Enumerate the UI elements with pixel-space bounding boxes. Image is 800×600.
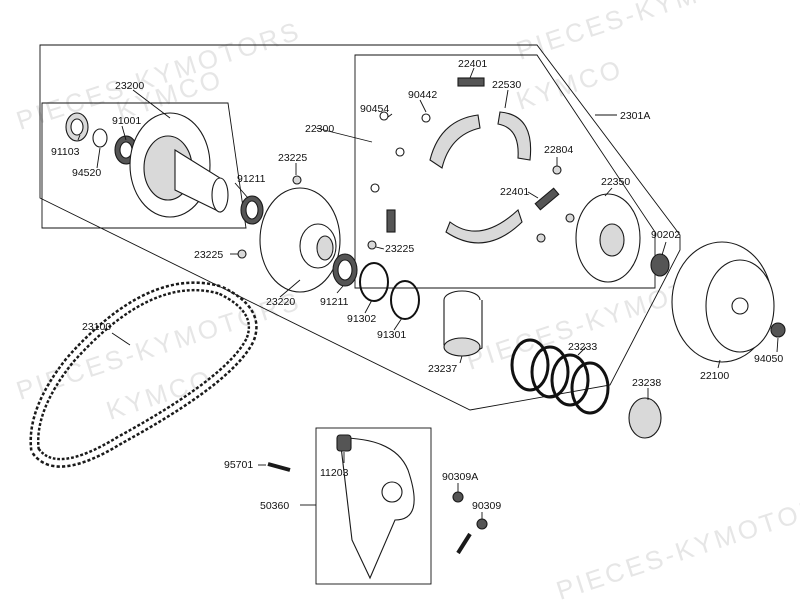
- circlip-part: [92, 128, 108, 148]
- part-label-22300[interactable]: 22300: [305, 123, 334, 135]
- part-label-23220[interactable]: 23220: [266, 296, 295, 308]
- clutch-plate-part: [575, 193, 641, 283]
- assembly-outline: [39, 44, 681, 411]
- part-label-22401[interactable]: 22401: [458, 58, 487, 70]
- washer-part: [395, 147, 405, 157]
- part-label-90442[interactable]: 90442: [408, 89, 437, 101]
- guide-pin-part: [237, 249, 247, 259]
- washer-part: [421, 113, 431, 123]
- part-label-90309[interactable]: 90309: [472, 500, 501, 512]
- part-label-50360[interactable]: 50360: [260, 500, 289, 512]
- driven-face-part: [259, 187, 341, 293]
- washer-part: [536, 233, 546, 243]
- part-label-94520[interactable]: 94520: [72, 167, 101, 179]
- part-label-23233[interactable]: 23233: [568, 341, 597, 353]
- oil-seal-inner: [245, 200, 259, 220]
- part-label-11203[interactable]: 11203: [320, 467, 349, 479]
- part-label-90454[interactable]: 90454: [360, 103, 389, 115]
- o-ring-part: [390, 280, 420, 320]
- part-label-91301[interactable]: 91301: [377, 329, 406, 341]
- part-label-23238[interactable]: 23238: [632, 377, 661, 389]
- spring-part: [457, 77, 485, 87]
- spring-part: [386, 209, 396, 233]
- part-label-23225[interactable]: 23225: [385, 243, 414, 255]
- part-label-91211[interactable]: 91211: [237, 173, 266, 185]
- part-label-22350[interactable]: 22350: [601, 176, 630, 188]
- watermark-text: PIECES-KYMOTORS: [513, 0, 800, 66]
- part-label-23100[interactable]: 23100: [82, 321, 111, 333]
- cover-part: [336, 434, 415, 580]
- clutch-nut-part: [650, 253, 670, 277]
- part-label-22100[interactable]: 22100: [700, 370, 729, 382]
- guide-pin-part: [367, 240, 377, 250]
- bolt-part: [456, 532, 472, 555]
- part-label-23237[interactable]: 23237: [428, 363, 457, 375]
- part-label-23225[interactable]: 23225: [194, 249, 223, 261]
- part-label-91302[interactable]: 91302: [347, 313, 376, 325]
- part-label-91211[interactable]: 91211: [320, 296, 349, 308]
- clutch-shoe-part: [429, 111, 532, 244]
- part-label-90309A[interactable]: 90309A: [442, 471, 478, 483]
- cover-subassembly-outline: [315, 427, 432, 585]
- part-label-23200[interactable]: 23200: [115, 80, 144, 92]
- dowel-pin-part: [267, 462, 291, 472]
- part-label-90202[interactable]: 90202: [651, 229, 680, 241]
- oil-seal-inner: [337, 259, 353, 281]
- part-labels: 23200 91001 91103 94520 22300 23225 9121…: [51, 58, 783, 512]
- part-label-2301A[interactable]: 2301A: [620, 110, 650, 122]
- part-label-95701[interactable]: 95701: [224, 459, 253, 471]
- part-label-22401[interactable]: 22401: [500, 186, 529, 198]
- bolt-part: [476, 518, 488, 530]
- washer-part: [565, 213, 575, 223]
- part-label-91103[interactable]: 91103: [51, 146, 80, 158]
- bolt-part: [452, 491, 464, 503]
- part-label-23225[interactable]: 23225: [278, 152, 307, 164]
- spring-seat-part: [628, 397, 662, 439]
- collar-part: [443, 290, 483, 357]
- watermark-text: PIECES-KYMOTORS: [553, 485, 800, 600]
- spring-part: [534, 187, 560, 211]
- part-label-22804[interactable]: 22804: [544, 144, 573, 156]
- needle-bearing-part: [65, 112, 89, 142]
- washer-part: [370, 183, 380, 193]
- drive-spring-part: [510, 338, 610, 415]
- washer-part: [552, 165, 562, 175]
- o-ring-part: [359, 262, 389, 302]
- clutch-subassembly-outline: [354, 54, 656, 289]
- drive-face-part: [129, 112, 229, 218]
- washer-part: [379, 111, 389, 121]
- pulley-subassembly-outline: [41, 102, 247, 229]
- clutch-outer-nut-part: [770, 322, 786, 338]
- part-label-91001[interactable]: 91001: [112, 115, 141, 127]
- part-label-22530[interactable]: 22530: [492, 79, 521, 91]
- clutch-outer-part: [671, 241, 775, 363]
- part-label-94050[interactable]: 94050: [754, 353, 783, 365]
- drive-belt-part: [29, 281, 258, 468]
- leader-lines: [77, 67, 779, 519]
- guide-pin-part: [292, 175, 302, 185]
